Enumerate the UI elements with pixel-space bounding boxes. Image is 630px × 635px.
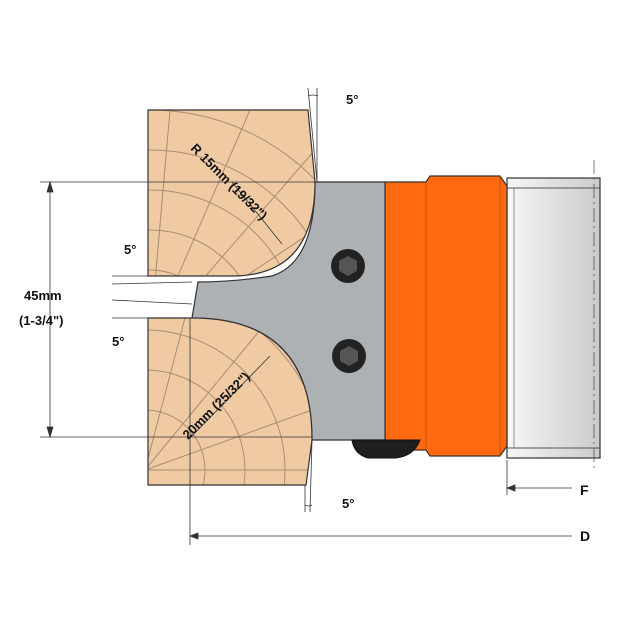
dim-d-label: D	[580, 528, 590, 544]
angle-top-label: 5°	[346, 92, 358, 107]
dim-f	[505, 460, 572, 495]
angle-left-upper-label: 5°	[124, 242, 136, 257]
screw-upper	[331, 249, 365, 283]
angle-left-lower-label: 5°	[112, 334, 124, 349]
shank	[506, 160, 601, 470]
height-mm-label: 45mm	[24, 288, 62, 303]
wood-block-top	[147, 109, 316, 277]
cutter-body	[384, 175, 508, 457]
wood-block-bottom	[147, 317, 313, 486]
dim-f-label: F	[580, 482, 589, 498]
height-in-label: (1-3/4")	[19, 313, 63, 328]
dim-height	[40, 180, 315, 439]
steel-knife	[191, 181, 421, 459]
angle-bottom-label: 5°	[342, 496, 354, 511]
screw-lower	[332, 339, 366, 373]
dim-d	[188, 532, 572, 540]
radius-leaders	[189, 181, 283, 545]
angle-guides	[111, 87, 319, 513]
